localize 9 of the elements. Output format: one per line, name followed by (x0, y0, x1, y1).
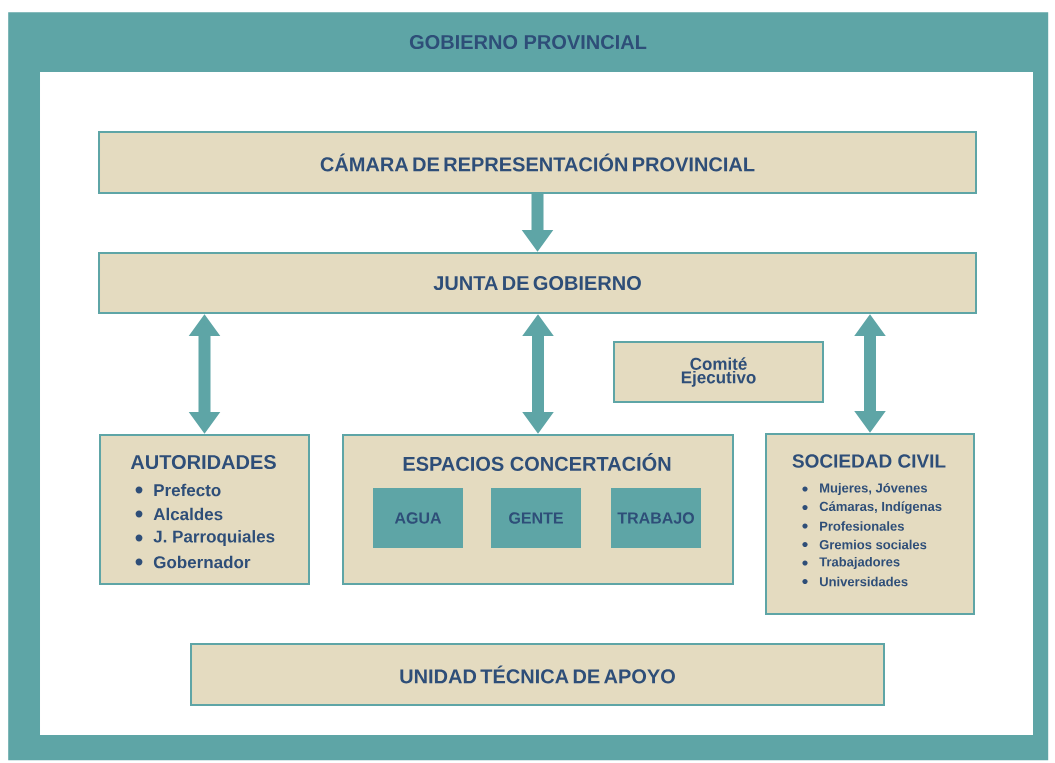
topic-box: AGUA (373, 488, 463, 548)
list-box: AUTORIDADES Prefecto Alcaldes J. Parroquiales Gobernador (99, 434, 310, 585)
process-box: CÁMARA DE REPRESENTACIÓN PROVINCIAL (98, 131, 977, 194)
process-box: JUNTA DE GOBIERNO (98, 252, 977, 314)
process-box: Comité Ejecutivo (613, 341, 824, 403)
topic-box: GENTE (491, 488, 581, 548)
process-box: UNIDAD TÉCNICA DE APOYO (190, 643, 885, 706)
list-box: SOCIEDAD CIVIL Mujeres, Jóvenes Cámaras, Indígenas Profesionales Gremios sociales Trabajadores Universidades (765, 433, 975, 615)
topic-box: TRABAJO (611, 488, 701, 548)
